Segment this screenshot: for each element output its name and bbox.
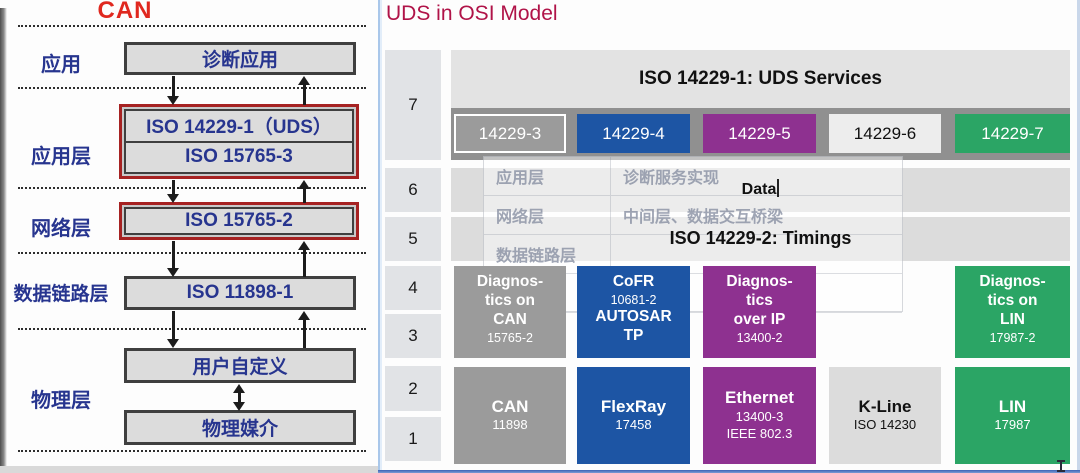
diagnostic-application-box: 诊断应用 [124,42,356,75]
k-line-box: K-Line ISO 14230 [829,367,941,464]
arrow-down-icon [167,311,179,348]
arrow-down-icon [167,76,179,105]
layer-label-application-layer: 应用层 [31,146,91,168]
diagnostics-on-can-box: Diagnos- tics on CAN 15765-2 [454,266,566,358]
panel-right-border [1077,0,1080,473]
ghost-row: 应用层 诊断服务实现 [484,157,902,196]
uds-services-header-box: ISO 14229-1: UDS Services [451,50,1070,108]
iso-14229-1-box: ISO 14229-1（UDS） [124,109,354,142]
data-text-field[interactable]: Data [451,179,1070,199]
uds-application-group-box: ISO 14229-1（UDS） ISO 15765-3 [119,104,359,179]
timings-label: ISO 14229-2: Timings [669,228,852,248]
can-stack-title: CAN [97,0,153,24]
diagnostics-on-lin-box: Diagnos- tics on LIN 17987-2 [955,266,1070,358]
osi-layer-number-6: 6 [385,168,441,212]
layer-divider [18,328,366,330]
layer-label-physical-layer: 物理层 [31,390,91,412]
box-14229-5: 14229-5 [703,114,816,153]
arrow-double-icon [233,384,245,411]
osi-layer-number-4: 4 [385,266,441,310]
osi-layer-number-2: 2 [385,366,441,411]
osi-model-title: UDS in OSI Model [386,2,558,25]
panel-bottom-border [378,470,1080,473]
text-caret [777,179,780,197]
layer-divider [18,252,366,254]
osi-layer-number-3: 3 [385,314,441,358]
layer-label-datalink-layer: 数据链路层 [13,284,109,305]
user-defined-box: 用户自定义 [124,348,356,383]
box-14229-7: 14229-7 [955,114,1070,153]
flexray-box: FlexRay 17458 [577,367,690,464]
ethernet-box: Ethernet 13400-3 IEEE 802.3 [703,367,816,464]
osi-layer-number-5: 5 [385,217,441,261]
arrow-up-icon [298,241,310,277]
arrow-up-icon [298,311,310,348]
box-14229-3: 14229-3 [454,114,566,153]
iso-15765-3-box: ISO 15765-3 [124,141,354,174]
slide-bottom-strip [0,466,378,473]
can-box: CAN 11898 [454,367,566,464]
ghost-row: 数据链路层 [484,235,902,274]
iso-11898-1-box: ISO 11898-1 [124,276,356,310]
layer-divider [18,187,366,189]
box-14229-4: 14229-4 [577,114,690,153]
layer-divider [18,25,366,27]
osi-layer-number-7: 7 [385,50,441,160]
arrow-up-icon [298,180,310,203]
box-14229-6: 14229-6 [829,114,941,153]
layer-divider [18,450,366,452]
row5-band [451,217,1070,261]
physical-medium-box: 物理媒介 [124,410,356,445]
layer-label-application: 应用 [41,54,81,76]
ghost-table: 应用层 诊断服务实现 网络层 中间层、数据交互桥梁 数据链路层 物理层 [483,156,903,313]
cofr-autosar-tp-box: CoFR 10681-2 AUTOSAR TP [577,266,690,358]
iso-15765-2-box: ISO 15765-2 [119,202,359,240]
layer-label-network-layer: 网络层 [31,218,91,240]
lin-box: LIN 17987 [955,367,1070,464]
ghost-row: 网络层 中间层、数据交互桥梁 [484,196,902,235]
left-edge-shadow [0,8,7,473]
panel-left-border [378,0,380,470]
arrow-up-icon [298,76,310,105]
ibeam-cursor-icon [1056,460,1066,472]
diagnostics-over-ip-box: Diagnos- tics over IP 13400-2 [703,266,816,358]
layer-divider [18,87,366,89]
panel-left-border-glow [380,0,382,470]
arrow-down-icon [167,241,179,277]
row6-band [451,168,1070,212]
arrow-down-icon [167,180,179,203]
osi-layer-number-1: 1 [385,417,441,461]
